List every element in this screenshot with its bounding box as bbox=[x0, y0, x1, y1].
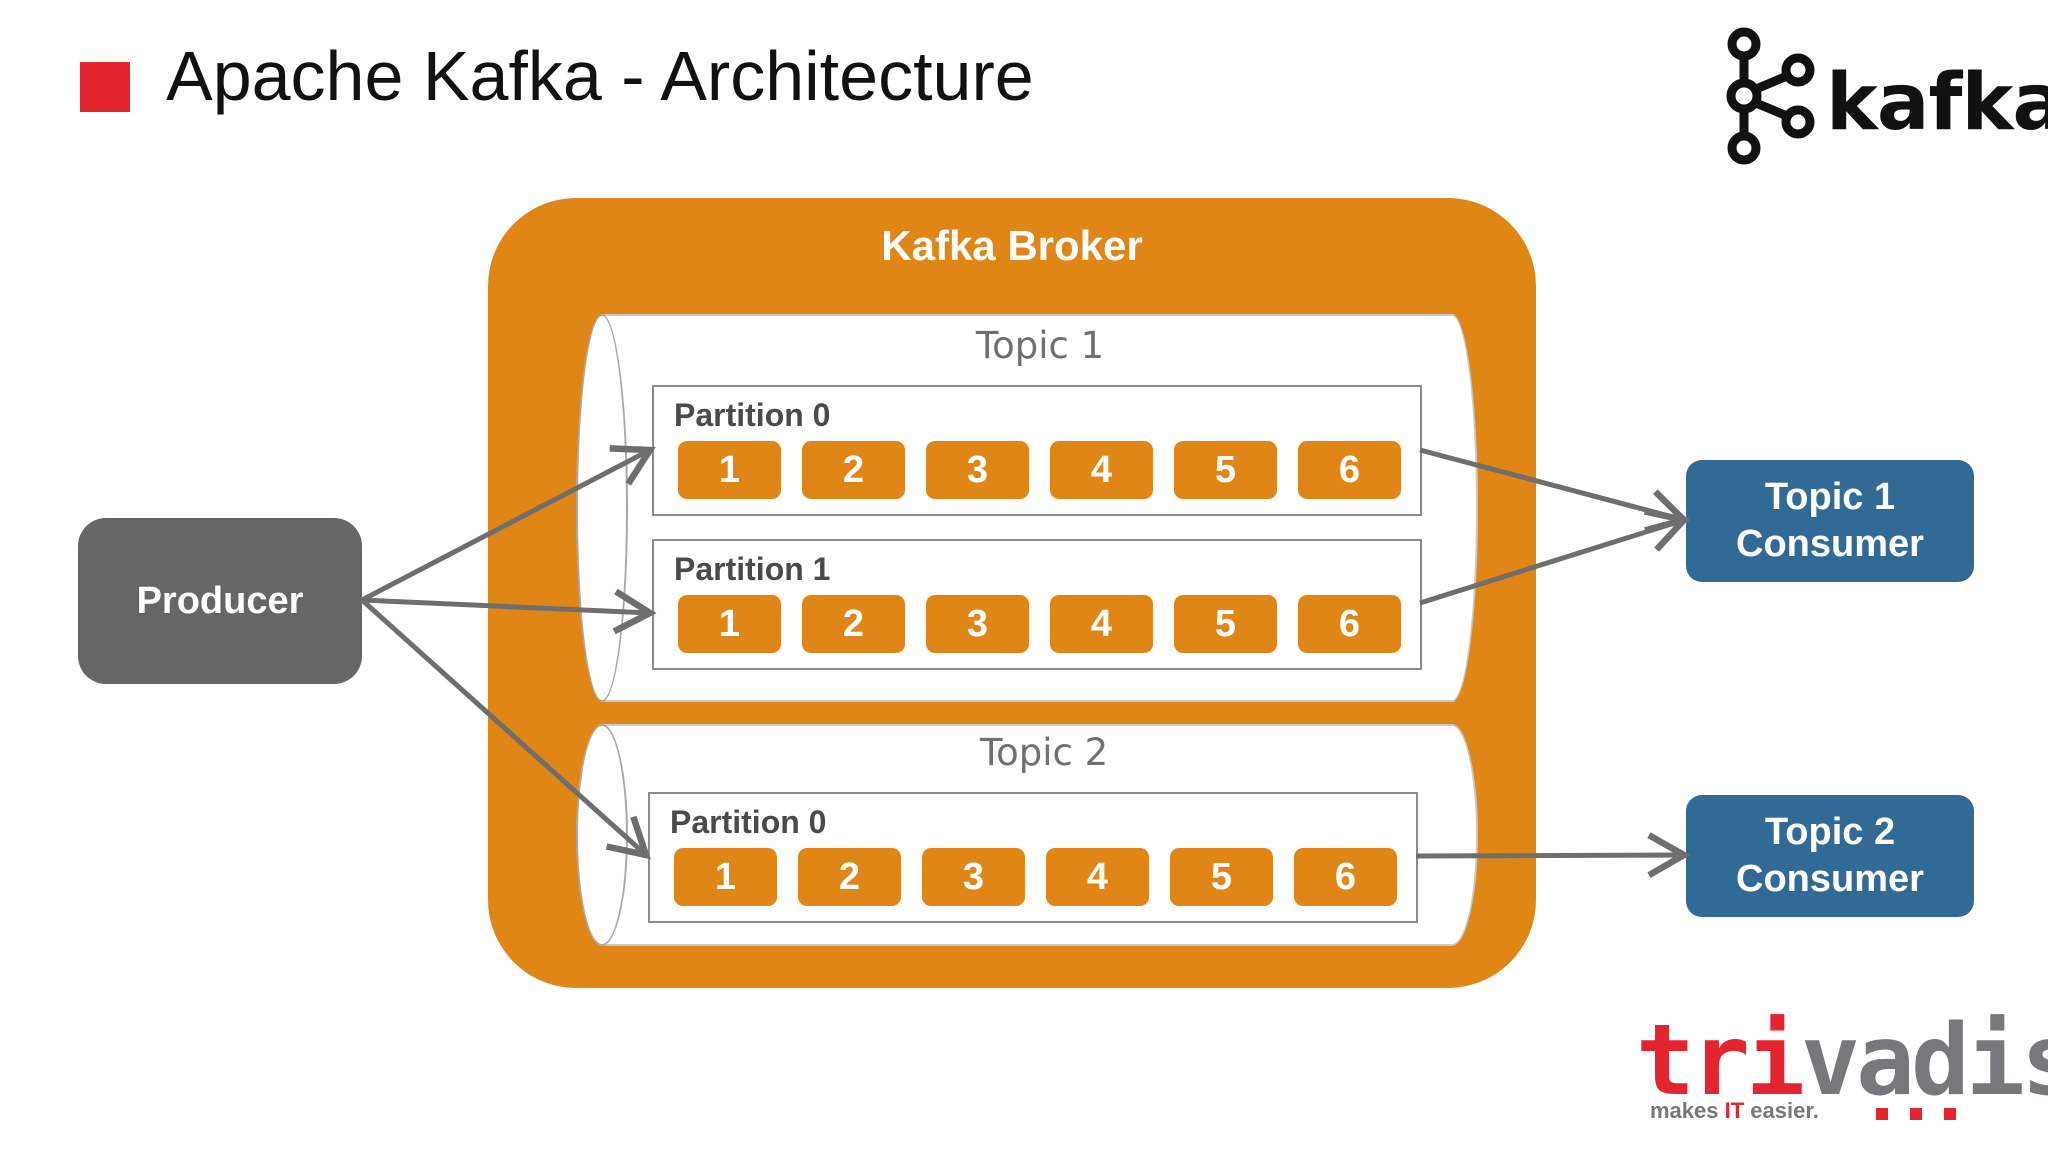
title-bullet-square bbox=[80, 62, 130, 112]
message-cell: 1 bbox=[674, 848, 777, 906]
consumer-label-line1: Topic 1 bbox=[1764, 475, 1896, 518]
message-cell: 4 bbox=[1050, 595, 1153, 653]
producer-box: Producer bbox=[78, 518, 362, 684]
topic-1-partition-0: Partition 0 1 2 3 4 5 6 bbox=[652, 385, 1422, 516]
topic-1-consumer-box: Topic 1 Consumer bbox=[1686, 460, 1974, 582]
partition-label: Partition 1 bbox=[674, 551, 831, 587]
message-row: 1 2 3 4 5 6 bbox=[674, 848, 1397, 906]
topic-2-consumer-box: Topic 2 Consumer bbox=[1686, 795, 1974, 917]
message-cell: 6 bbox=[1298, 595, 1401, 653]
slide-title: Apache Kafka - Architecture bbox=[166, 37, 1034, 115]
topic-2-label: Topic 2 bbox=[979, 731, 1109, 774]
topic-1-cylinder-cap bbox=[576, 314, 628, 702]
message-cell: 3 bbox=[922, 848, 1025, 906]
consumer-label-line2: Consumer bbox=[1736, 523, 1924, 565]
consumer-label-line1: Topic 2 bbox=[1764, 810, 1896, 853]
trivadis-tagline: makes IT easier. bbox=[1650, 1098, 1819, 1123]
message-cell: 2 bbox=[798, 848, 901, 906]
message-cell: 2 bbox=[802, 441, 905, 499]
trivadis-wordmark: trivadis bbox=[1636, 1004, 2048, 1118]
message-cell: 5 bbox=[1174, 441, 1277, 499]
message-cell: 1 bbox=[678, 441, 781, 499]
message-cell: 4 bbox=[1046, 848, 1149, 906]
message-cell: 2 bbox=[802, 595, 905, 653]
message-cell: 5 bbox=[1170, 848, 1273, 906]
kafka-logo-icon bbox=[1726, 27, 1815, 165]
message-row: 1 2 3 4 5 6 bbox=[678, 595, 1401, 653]
message-cell: 3 bbox=[926, 595, 1029, 653]
producer-to-topic2-p0-arrow bbox=[360, 598, 651, 860]
partition-label: Partition 0 bbox=[670, 804, 827, 840]
trivadis-logo: trivadis makes IT easier. bbox=[1636, 1004, 2048, 1123]
partition-label: Partition 0 bbox=[674, 397, 831, 433]
topic-1-label: Topic 1 bbox=[975, 324, 1105, 367]
message-cell: 4 bbox=[1050, 441, 1153, 499]
message-cell: 5 bbox=[1174, 595, 1277, 653]
message-cell: 1 bbox=[678, 595, 781, 653]
kafka-logo-wordmark: kafka bbox=[1826, 58, 2048, 148]
message-cell: 3 bbox=[926, 441, 1029, 499]
consumer-label-line2: Consumer bbox=[1736, 858, 1924, 900]
message-row: 1 2 3 4 5 6 bbox=[678, 441, 1401, 499]
message-cell: 6 bbox=[1298, 441, 1401, 499]
topic1-p1-to-consumer-arrow bbox=[1419, 508, 1691, 606]
trivadis-dots-icon bbox=[1876, 1108, 1956, 1120]
topic1-p0-to-consumer-arrow bbox=[1419, 447, 1691, 534]
topic2-p0-to-consumer-arrow bbox=[1415, 832, 1691, 878]
producer-to-topic1-p1-arrow bbox=[361, 588, 657, 635]
producer-to-topic1-p0-arrow bbox=[360, 445, 656, 603]
kafka-broker-title: Kafka Broker bbox=[881, 222, 1143, 269]
topic-1-partition-1: Partition 1 1 2 3 4 5 6 bbox=[652, 539, 1422, 670]
message-cell: 6 bbox=[1294, 848, 1397, 906]
